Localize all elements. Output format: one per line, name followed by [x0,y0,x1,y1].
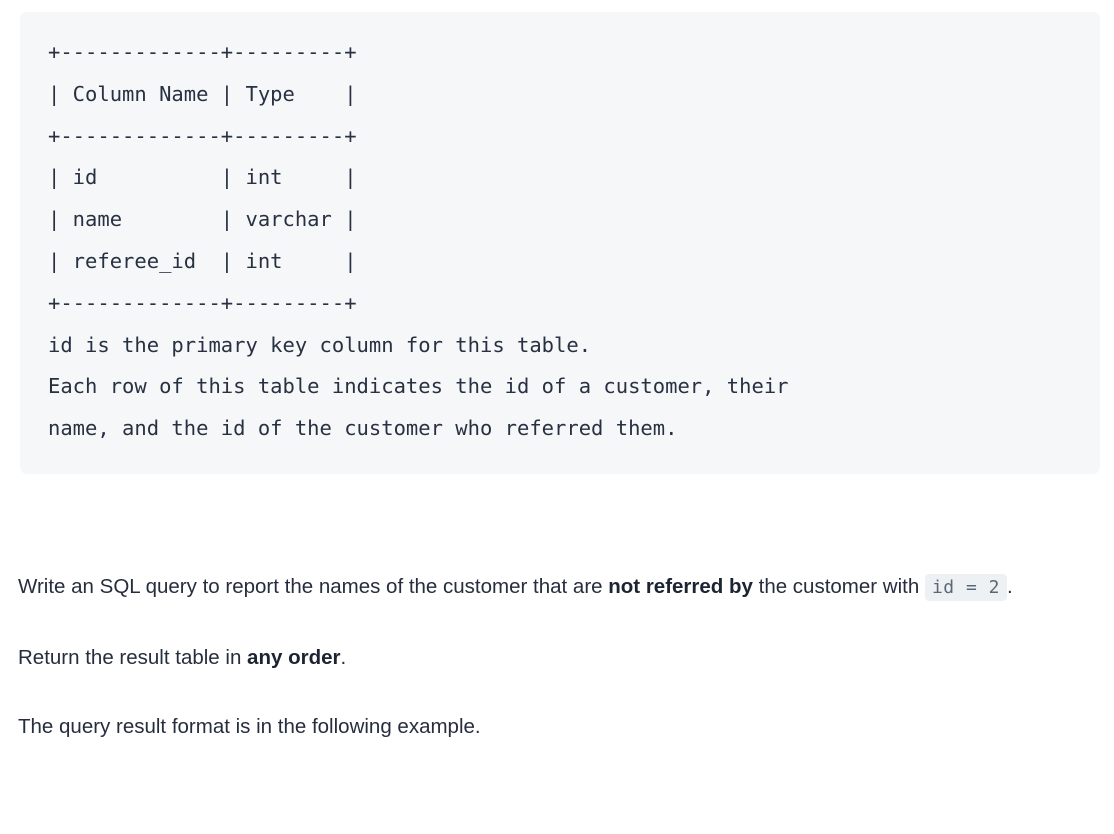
code-line-description-2: name, and the id of the customer who ref… [48,416,678,441]
paragraph-order-text-1: Return the result table in [18,645,248,669]
paragraph-order-text-2: . [340,645,347,669]
paragraph-task-bold-not-referred-by: not referred by [608,575,753,598]
code-line-primary-key-note: id is the primary key column for this ta… [48,332,592,357]
code-line-row-referee-id: | referee_id | int | [48,248,357,273]
paragraph-format: The query result format is in the follow… [18,706,1080,748]
schema-code-block: +-------------+---------+ | Column Name |… [20,12,1100,474]
code-line-header-separator: +-------------+---------+ [48,123,357,148]
paragraph-task: Write an SQL query to report the names o… [18,566,1080,609]
code-line-row-name: | name | varchar | [48,207,357,232]
problem-prose: Write an SQL query to report the names o… [18,566,1080,748]
paragraph-task-text-3: . [1007,575,1013,598]
paragraph-order-bold-any-order: any order [247,645,341,669]
paragraph-format-text: The query result format is in the follow… [18,715,481,738]
code-line-top-border: +-------------+---------+ [48,40,357,64]
paragraph-task-text-2: the customer with [752,575,925,598]
paragraph-task-text-1: Write an SQL query to report the names o… [18,575,609,598]
schema-code-pre: +-------------+---------+ | Column Name |… [48,32,1072,450]
code-line-header: | Column Name | Type | [48,81,357,106]
code-line-bottom-border: +-------------+---------+ [48,290,357,315]
code-line-description-1: Each row of this table indicates the id … [48,374,789,399]
paragraph-order: Return the result table in any order. [18,637,1080,679]
code-line-row-id: | id | int | [48,165,357,190]
inline-code-id-equals-2: id = 2 [924,574,1007,601]
